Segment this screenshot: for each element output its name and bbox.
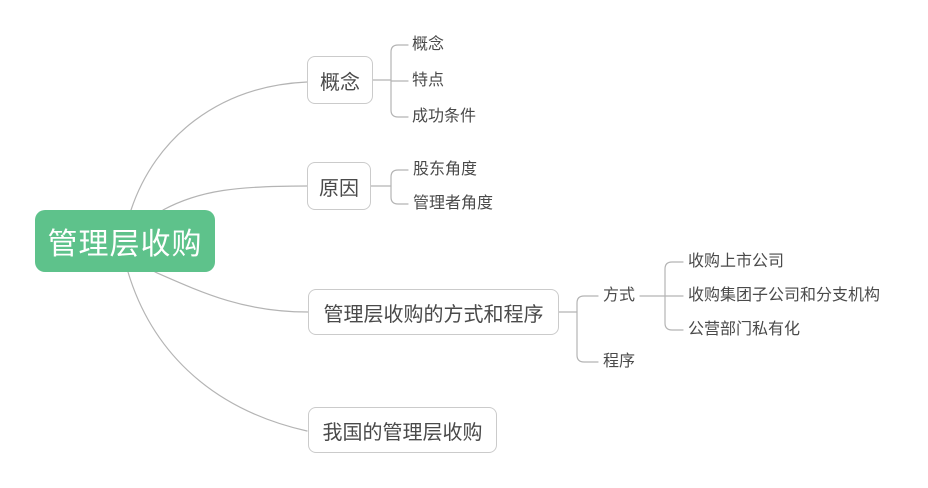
edge-root-to-reasons [162,185,308,211]
leaf-procedure[interactable]: 程序 [603,353,636,370]
edge-root-to-concept [130,81,308,211]
node-china-mbo[interactable]: 我国的管理层收购 [308,407,497,453]
node-methods-and-procedures[interactable]: 管理层收购的方式和程序 [308,289,559,335]
bracket-reasons [390,169,409,205]
leaf-acquire-subsidiaries-branches[interactable]: 收购集团子公司和分支机构 [688,287,881,304]
leaf-acquire-listed-company[interactable]: 收购上市公司 [688,253,785,270]
leaf-concept-definition[interactable]: 概念 [412,36,445,53]
leaf-public-sector-privatization[interactable]: 公营部门私有化 [688,321,801,338]
leaf-success-conditions[interactable]: 成功条件 [412,108,477,125]
node-reasons[interactable]: 原因 [307,162,371,210]
leaf-ways[interactable]: 方式 [603,287,636,304]
node-concept[interactable]: 概念 [307,56,373,104]
leaf-shareholder-perspective[interactable]: 股东角度 [413,161,478,178]
edge-root-to-china [127,271,308,432]
bracket-methods [576,295,599,363]
leaf-characteristics[interactable]: 特点 [412,72,445,89]
leaf-manager-perspective[interactable]: 管理者角度 [413,195,494,212]
edge-root-to-methods [154,271,309,313]
root-node-mbo[interactable]: 管理层收购 [35,210,215,272]
